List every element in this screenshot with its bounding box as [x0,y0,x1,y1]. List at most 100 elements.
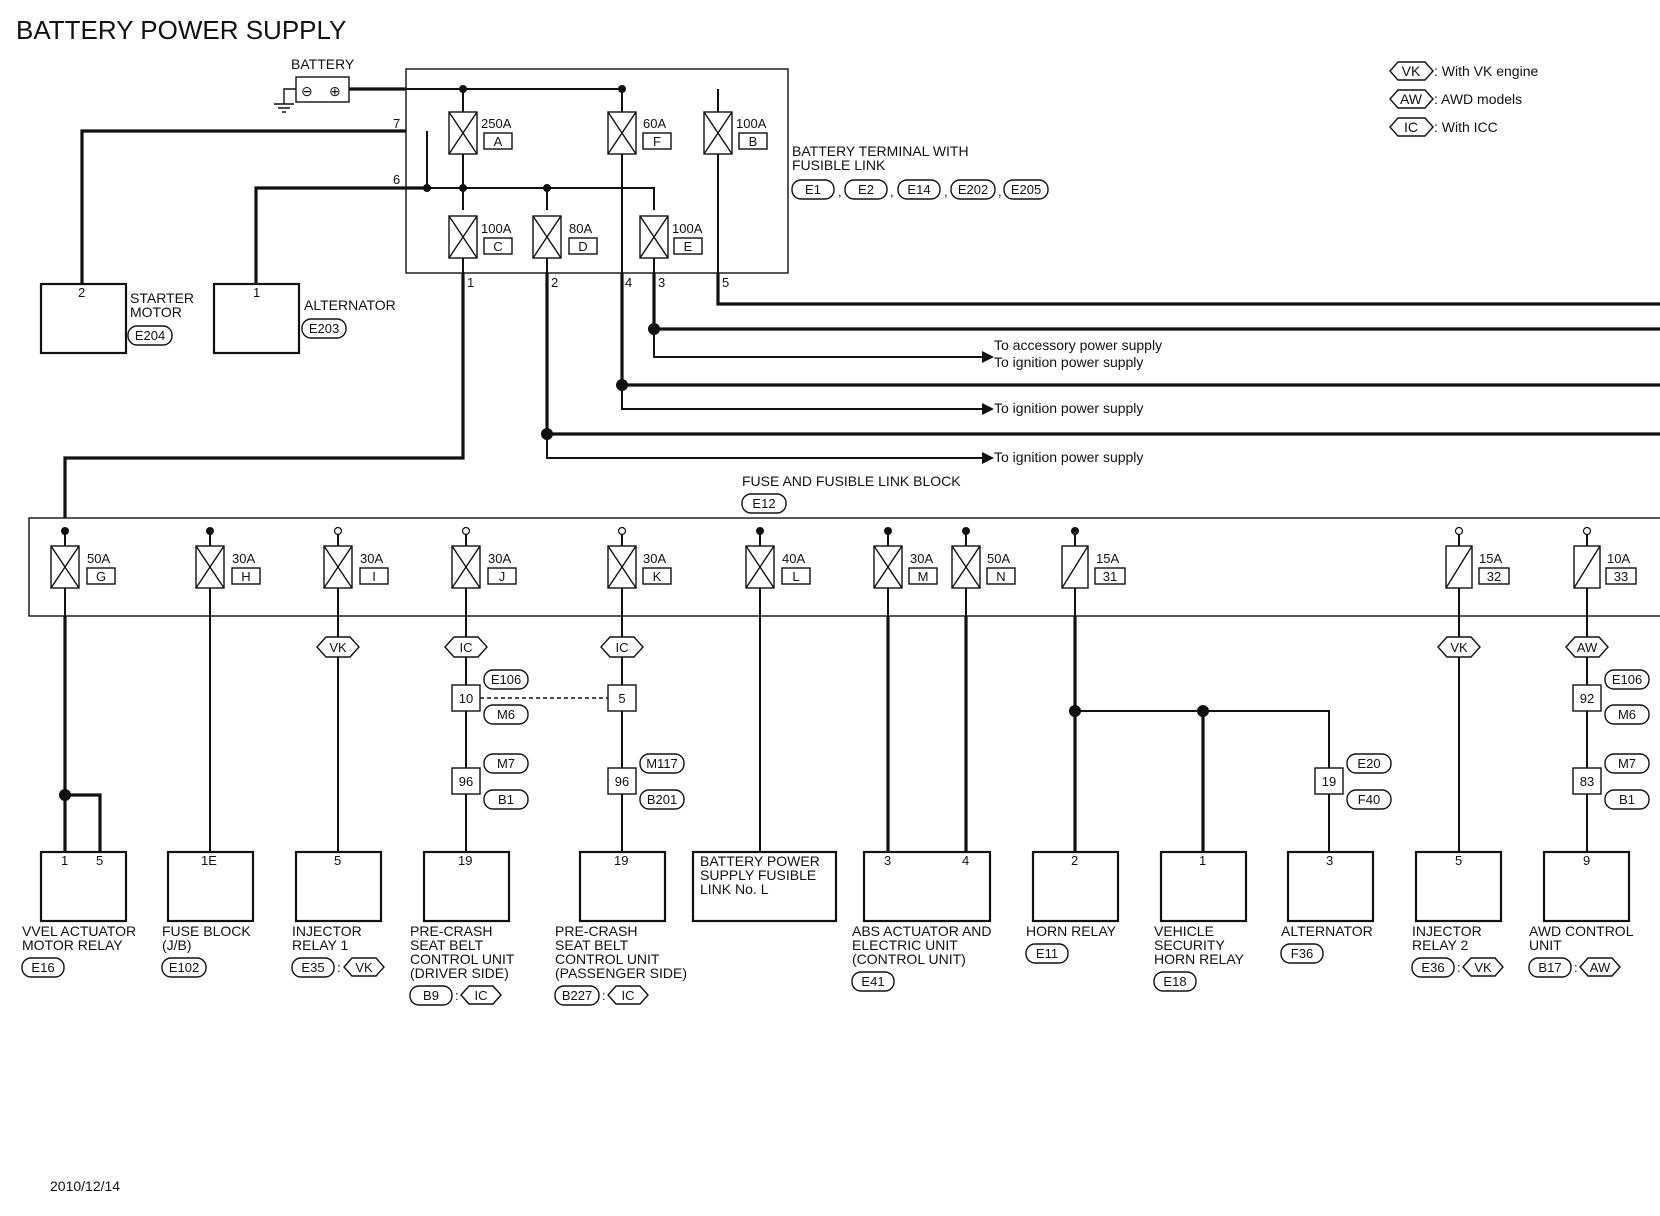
fuse-K: 30A K [607,545,672,589]
component-pin: 19 [458,853,472,868]
component-label: CONTROL UNIT [410,951,515,967]
fuse-F-id: F [653,134,661,149]
destination-ignition-3: To ignition power supply [994,449,1143,465]
pin-2: 2 [551,275,558,290]
connector-M6: M6 [497,707,515,722]
supply-buses: To accessory power supply To ignition po… [63,273,1660,531]
starter-wire [80,129,406,284]
connector-E18: E18 [1163,974,1186,989]
component-battery-power-supply-fusible-link-l: BATTERY POWER SUPPLY FUSIBLE LINK No. L [691,850,838,923]
fuse-31-id: 31 [1103,569,1117,584]
arrow-icon [982,351,994,363]
component-injector-relay-1: 5 INJECTOR RELAY 1 E35 : VK [291,850,385,978]
tag-ic-1 [444,636,488,658]
fuse-32: 15A 32 [1445,545,1510,589]
battery-label: BATTERY [291,56,355,72]
starter-motor-box [39,282,128,355]
fuse-B-rating: 100A [736,116,767,131]
tag-vk: VK [1474,960,1492,975]
connector-B9: B9 [423,988,439,1003]
component-pin: 3 [1326,853,1333,868]
junction-dot [543,184,551,192]
fuse-E-rating: 100A [672,221,703,236]
diagram-title: BATTERY POWER SUPPLY [16,15,346,45]
connector-F40: F40 [1358,792,1380,807]
bus-pin5 [716,273,1660,306]
fuse-K-id: K [653,569,662,584]
component-label: RELAY 1 [292,937,349,953]
components: 1 5 VVEL ACTUATOR MOTOR RELAY E16 1E FUS… [21,850,1634,1006]
battery-positive-icon: ⊕ [329,83,341,99]
component-pin: 2 [1071,853,1078,868]
component-pre-crash-driver: 19 PRE-CRASH SEAT BELT CONTROL UNIT (DRI… [409,850,515,1006]
fuse-H-id: H [241,569,250,584]
alternator-box [212,282,301,355]
component-label: ABS ACTUATOR AND [852,923,992,939]
component-label: BATTERY POWER [700,853,820,869]
tag-vk: VK [355,960,373,975]
legend-aw-code: AW [1400,91,1423,107]
junction-dot [459,184,467,192]
connector-separator: , [838,184,842,199]
fuse-E-id: E [684,239,693,254]
tag-separator: : [602,988,606,1003]
connector-B1-b: B1 [1619,792,1635,807]
connector-E102: E102 [169,960,199,975]
component-pin: 19 [614,853,628,868]
fuse-G-rating: 50A [87,551,110,566]
alternator-top: 1 ALTERNATOR E203 [212,186,427,355]
component-label: VVEL ACTUATOR [22,923,136,939]
component-vvel-actuator-motor-relay: 1 5 VVEL ACTUATOR MOTOR RELAY E16 [21,850,136,978]
fuse-M-rating: 30A [910,551,933,566]
fuse-C-rating: 100A [481,221,512,236]
tag-separator: : [337,960,341,975]
fuse-32-id: 32 [1487,569,1501,584]
connector-B17: B17 [1538,960,1561,975]
fuse-block-output-stubs [64,588,1588,616]
component-label: INJECTOR [292,923,362,939]
component-label: HORN RELAY [1026,923,1117,939]
legend-aw-badge [1389,89,1434,109]
fuse-C-id: C [493,239,502,254]
connector-M117: M117 [646,756,678,771]
connector-E11: E11 [1036,946,1058,961]
fuse-A: 250A A [448,111,513,155]
terminal-internal-stubs [462,154,719,273]
legend-item-ic: IC : With ICC [1389,117,1498,137]
component-pin: 1 [1199,853,1206,868]
connector-E16: E16 [31,960,54,975]
fuse-L-id: L [792,569,799,584]
component-label: (CONTROL UNIT) [852,951,966,967]
tag-separator: : [1574,960,1578,975]
inline-connector-10 [451,684,481,712]
component-label: ALTERNATOR [1281,923,1373,939]
component-label: PRE-CRASH [410,923,492,939]
component-label: (J/B) [162,937,192,953]
fuse-B: 100A B [703,111,768,155]
fuse-E: 100A E [639,215,703,259]
tag-aw: AW [1590,960,1611,975]
destination-accessory: To accessory power supply [994,337,1162,353]
fuse-D-rating: 80A [569,221,592,236]
tag-ic-1-text: IC [460,640,473,655]
fuse-M-id: M [918,569,929,584]
component-awd-control-unit: 9 AWD CONTROL UNIT B17 : AW [1528,850,1634,978]
branch-accessory [653,329,982,358]
component-label: SEAT BELT [555,937,629,953]
wire-G-branch [65,793,102,852]
component-fuse-block-jb: 1E FUSE BLOCK (J/B) E102 [161,850,255,978]
component-label: RELAY 2 [1412,937,1469,953]
pin-3: 3 [658,275,665,290]
component-label: HORN RELAY [1154,951,1245,967]
fuse-block-input-dots [61,526,1592,536]
fuse-D-id: D [578,239,587,254]
component-label: UNIT [1529,937,1562,953]
inline-connector-96b-pin: 96 [615,774,629,789]
destination-ignition-1: To ignition power supply [994,354,1143,370]
connector-E2: E2 [858,182,874,197]
component-pin: 5 [96,853,103,868]
bus-pin3 [652,273,1660,331]
connector-E20: E20 [1357,756,1380,771]
junction-dot [459,85,467,93]
